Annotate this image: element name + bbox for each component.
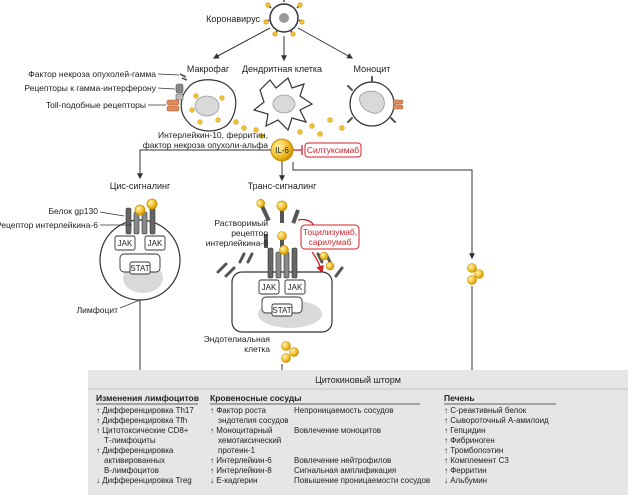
- soluble-label-1: Растворимый: [214, 218, 268, 228]
- vessel-effect: Вовлечение нейтрофилов: [294, 456, 391, 465]
- endothelial-ligands: [319, 251, 335, 271]
- lymphocyte-item: активированных: [104, 456, 165, 465]
- soluble-label-2: рецептор: [231, 228, 268, 238]
- vessel-effect: Вовлечение моноцитов: [294, 426, 381, 435]
- vessel-item: ↑ Интерлейкин-6: [210, 456, 272, 465]
- liver-item: ↑ Гепцидин: [444, 426, 485, 435]
- vessel-item: ↑ Интерлейкин-8: [210, 466, 272, 475]
- vessel-item: ↑ Моноцитарный: [210, 426, 272, 435]
- liver-item: ↑ С-реактивный белок: [444, 406, 527, 415]
- secreted-cytokines: [233, 117, 345, 139]
- liver-branch-cytokines: [467, 263, 484, 285]
- lymphocyte-item: Т-лимфоциты: [104, 436, 156, 445]
- lymphocyte-changes-column: Изменения лимфоцитов ↑ Дифференцировка T…: [96, 393, 199, 485]
- liver-item: ↑ Ферритин: [444, 466, 487, 475]
- endothelial-output-cytokines: [281, 341, 299, 363]
- cytokines-label-1: Интерлейкин-10, ферритин,: [158, 130, 268, 140]
- cis-jak-stat: JAK JAK STAT: [114, 235, 166, 275]
- trans-stat: STAT: [272, 306, 291, 315]
- liver-item: ↑ Фибриноген: [444, 436, 495, 445]
- toll-label: Toll-подобные рецепторы: [46, 100, 146, 110]
- virus-label: Коронавирус: [206, 14, 260, 24]
- cis-receptor-complex: [125, 198, 158, 235]
- tnf-receptor-icon: [179, 73, 188, 81]
- toll-receptor-icon: [166, 99, 180, 112]
- ifn-receptors-label: Рецепторы к гамма-интерферону: [24, 83, 156, 93]
- monocyte-cell-icon: [347, 76, 404, 127]
- cis-jak-2: JAK: [148, 239, 163, 248]
- vessel-item: протеин-1: [218, 446, 256, 455]
- column-title-lymphocytes: Изменения лимфоцитов: [96, 393, 199, 403]
- vessel-item: ↓ Е-кадгерин: [210, 476, 258, 485]
- dendritic-label: Дендритная клетка: [242, 64, 322, 74]
- trans-title: Транс-сигналинг: [248, 181, 318, 191]
- dendritic-cell-icon: [252, 77, 314, 132]
- vessel-item: хемотаксический: [218, 436, 281, 445]
- macrophage-label: Макрофаг: [187, 64, 230, 74]
- cis-title: Цис-сигналинг: [110, 181, 171, 191]
- endothelial-label-1: Эндотелиальная: [204, 334, 271, 344]
- lymphocyte-item: В-лимфоцитов: [104, 466, 159, 475]
- storm-label: Цитокиновый шторм: [315, 375, 401, 385]
- vessel-item: ↑ Фактор роста: [210, 406, 267, 415]
- liver-item: ↓ Альбумин: [444, 476, 487, 485]
- il6-node: IL-6: [270, 138, 294, 162]
- trans-receptor-complex: [267, 245, 298, 279]
- column-title-vessels: Кровеносные сосуды: [210, 393, 302, 403]
- trans-jak-1: JAK: [262, 283, 277, 292]
- endothelial-receptors: [216, 252, 344, 278]
- lymphocyte-item: ↓ Дифференцировка Treg: [96, 476, 192, 485]
- vessel-item: эндотелия сосудов: [218, 416, 289, 425]
- cytokines-label-2: фактор некроза опухоли-альфа: [143, 140, 269, 150]
- gp130-label: Белок gp130: [48, 206, 98, 216]
- lymphocyte-item: ↑ Дифференцировка Th17: [96, 406, 194, 415]
- siltuximab-box: Силтуксимаб: [293, 142, 362, 158]
- il6-label: IL-6: [275, 146, 289, 155]
- trans-jak-2: JAK: [288, 283, 303, 292]
- liver-column: Печень ↑ С-реактивный белок↑ Сывороточны…: [444, 393, 556, 485]
- liver-item: ↑ Сывороточный А-амилоид: [444, 416, 549, 425]
- virus-arrows: [212, 27, 354, 62]
- lymphocyte-item: ↑ Дифференцировка Tfh: [96, 416, 187, 425]
- il6-receptor-label: Рецептор интерлейкина-6: [0, 220, 98, 230]
- tocilizumab-box: Тоцилизумаб, сарилумаб: [300, 224, 360, 250]
- liver-item: ↑ Тромбопоэтин: [444, 446, 503, 455]
- blood-vessels-column: Кровеносные сосуды ↑ Фактор ростаэндотел…: [210, 393, 430, 485]
- il6-branch-lines: [137, 149, 475, 260]
- tocilizumab-arrow-2: [311, 251, 324, 274]
- lymphocyte-label: Лимфоцит: [77, 305, 119, 315]
- tocilizumab-label-1: Тоцилизумаб,: [303, 227, 357, 237]
- column-title-liver: Печень: [444, 393, 475, 403]
- cytokine-storm-panel: [88, 370, 628, 495]
- vessel-effect: Сигнальная амплификация: [294, 466, 396, 475]
- tnf-label: Фактор некроза опухолей-гамма: [28, 69, 156, 79]
- trans-jak-stat: JAK JAK STAT: [258, 279, 306, 317]
- siltuximab-label: Силтуксимаб: [307, 145, 359, 155]
- vessel-effect: Непроницаемость сосудов: [294, 406, 393, 415]
- macrophage-cell-icon: [180, 79, 237, 132]
- ifn-receptor-icon: [175, 83, 184, 101]
- cis-stat: STAT: [130, 264, 149, 273]
- soluble-label-3: интерлейкина-6: [206, 238, 269, 248]
- tocilizumab-label-2: сарилумаб: [308, 237, 351, 247]
- endothelial-label-2: клетка: [244, 344, 270, 354]
- lymphocyte-item: ↑ Дифференцировка: [96, 446, 174, 455]
- cis-jak-1: JAK: [118, 239, 133, 248]
- coronavirus-icon: [263, 0, 305, 37]
- liver-item: ↑ Комплемент С3: [444, 456, 509, 465]
- lymphocyte-item: ↑ Цитотоксические CD8+: [96, 426, 189, 435]
- monocyte-label: Моноцит: [354, 64, 391, 74]
- left-label-leaders: [148, 73, 180, 106]
- vessel-effect: Повышение проницаемости сосудов: [294, 476, 430, 485]
